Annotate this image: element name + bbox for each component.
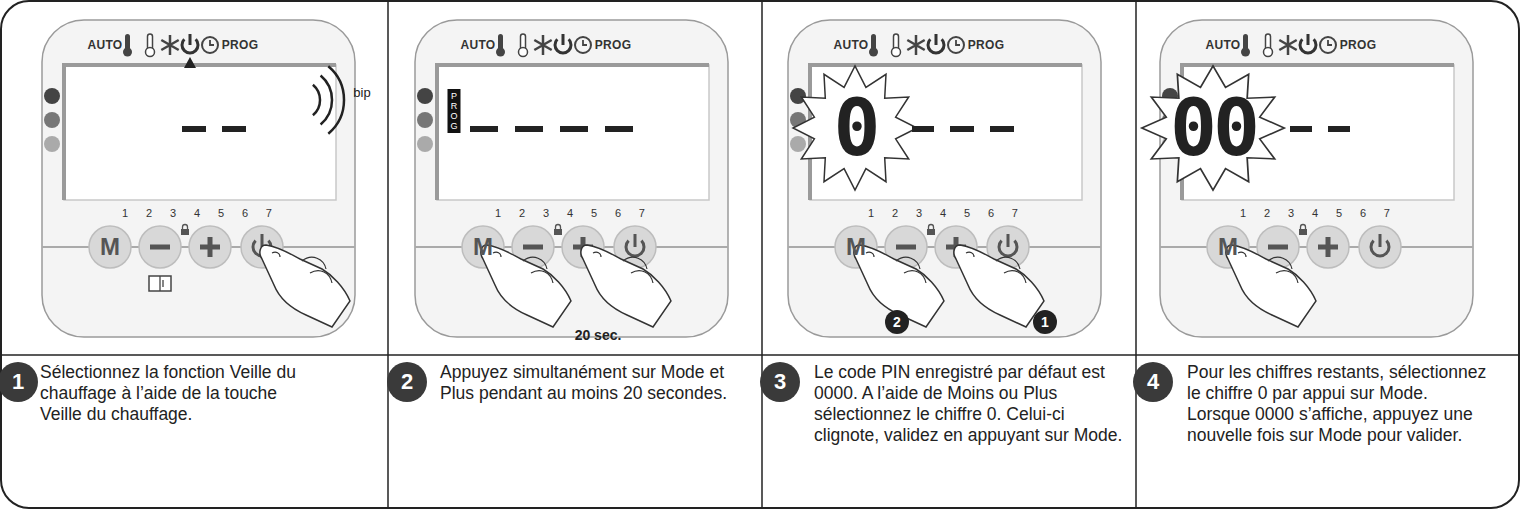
step-number: 3 xyxy=(760,362,800,402)
step-number: 1 xyxy=(0,362,38,402)
mode-icon-label: AUTO xyxy=(88,38,123,52)
step-number: 4 xyxy=(1133,362,1173,402)
panel-two-details xyxy=(470,126,671,327)
step-panel: Sélectionnez la fonction Veille du chauf… xyxy=(0,0,388,508)
day-numbers: 1 2 3 4 5 6 7 xyxy=(868,207,1018,219)
mode-icon-label: AUTO xyxy=(1206,38,1241,52)
day-numbers: 1 2 3 4 5 6 7 xyxy=(1240,207,1390,219)
display-digit: 0 xyxy=(834,89,877,167)
mode-icon-label: PROG xyxy=(968,38,1005,52)
button-letter: M xyxy=(473,233,493,261)
day-numbers: 1 2 3 4 5 6 7 xyxy=(122,207,272,219)
display-digit: 00 xyxy=(1170,89,1256,167)
mode-icon-label: AUTO xyxy=(834,38,869,52)
panel-four-details xyxy=(1142,66,1350,327)
step-panel: Appuyez simultanément sur Mode et Plus p… xyxy=(388,0,762,508)
mode-icon-label: PROG xyxy=(222,38,259,52)
button-letter: M xyxy=(846,233,866,261)
step-instruction: Le code PIN enregistré par défaut est 00… xyxy=(814,362,1128,446)
day-numbers: 1 2 3 4 5 6 7 xyxy=(495,207,645,219)
callout-number: 2 xyxy=(885,310,909,334)
panel-three-details xyxy=(793,66,1044,327)
step-number: 2 xyxy=(387,362,427,402)
button-letter: M xyxy=(1218,233,1238,261)
thermostat-device xyxy=(415,20,728,337)
thermostat-device xyxy=(788,20,1101,337)
mode-icon-label: PROG xyxy=(595,38,632,52)
step-instruction: Sélectionnez la fonction Veille du chauf… xyxy=(40,362,302,425)
display-indicator: PROG xyxy=(448,89,461,133)
step-instruction: Pour les chiffres restants, sélectionnez… xyxy=(1187,362,1492,446)
callout-number: 1 xyxy=(1033,310,1057,334)
step-panel: Le code PIN enregistré par défaut est 00… xyxy=(762,0,1136,508)
button-letter: M xyxy=(100,233,120,261)
mode-icon-label: AUTO xyxy=(461,38,496,52)
step-panel: Pour les chiffres restants, sélectionnez… xyxy=(1136,0,1519,508)
duration-label: 20 sec. xyxy=(575,327,622,343)
panel-one-details xyxy=(182,57,350,327)
mode-icon-label: PROG xyxy=(1340,38,1377,52)
thermostat-device xyxy=(42,20,355,337)
sound-label: bip xyxy=(353,85,370,100)
step-instruction: Appuyez simultanément sur Mode et Plus p… xyxy=(440,362,730,404)
